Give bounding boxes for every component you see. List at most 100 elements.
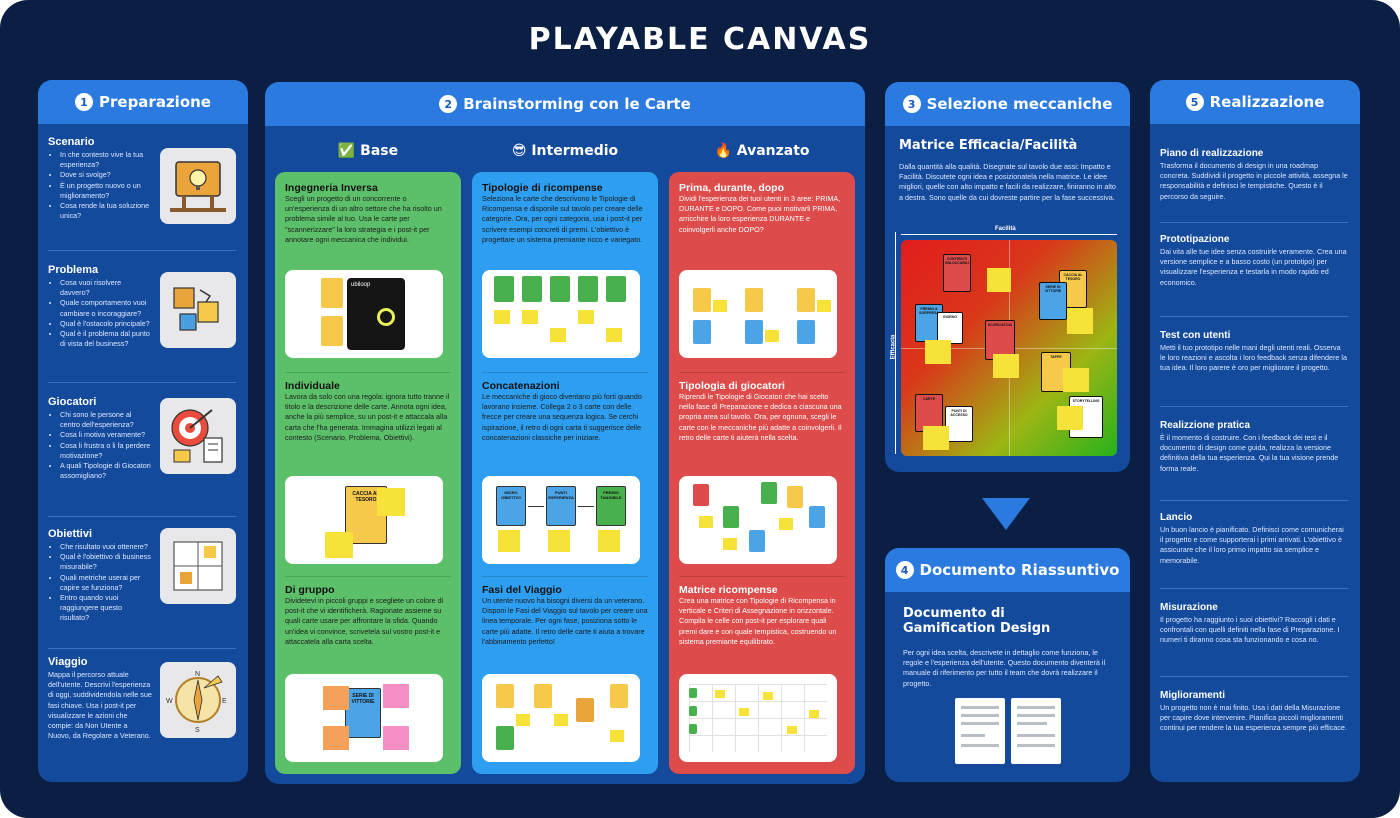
sticky-note — [809, 710, 819, 718]
sticky-note — [554, 714, 568, 726]
method-thumbnail — [482, 270, 640, 358]
sticky-note — [498, 530, 520, 552]
step-text: È il momento di costruire. Con i feedbac… — [1160, 433, 1339, 473]
section-text: Mappa il percorso attuale dell'utente. D… — [48, 670, 152, 741]
sticky-note — [550, 328, 566, 342]
card-label: PUNTI ESPERIENZA — [548, 490, 574, 500]
column-header-base: ✅ Base — [275, 143, 461, 159]
list-item: Entro quando vuoi raggiungere questo ris… — [60, 593, 152, 624]
sticky-note — [377, 488, 405, 516]
mechanic-card: SCORCIATOIA — [985, 320, 1015, 360]
method-title: Di gruppo — [285, 584, 335, 596]
sticky-note — [713, 300, 727, 312]
sticky-note — [323, 686, 349, 710]
method-title: Tipologie di ricompense — [482, 182, 603, 194]
panel-title: Selezione meccaniche — [926, 95, 1113, 113]
x-axis-arrow — [901, 234, 1117, 235]
panel-title: Brainstorming con le Carte — [463, 95, 691, 113]
game-card — [534, 684, 552, 708]
panel-realizzazione: 5 Realizzazione Piano di realizzazione T… — [1150, 80, 1360, 782]
game-card — [689, 688, 697, 698]
step-title: Miglioramenti — [1160, 690, 1226, 701]
game-card — [321, 316, 343, 346]
list-item: A quali Tipologie di Giocatori assomigli… — [60, 461, 152, 481]
text-line — [1017, 722, 1047, 725]
card-label: PREMIO TANGIBILE — [600, 490, 622, 500]
game-card — [578, 276, 598, 302]
divider — [48, 250, 236, 251]
divider — [679, 576, 845, 577]
sticky-note — [516, 714, 530, 726]
panel-preparazione: 1 Preparazione Scenario In che contesto … — [38, 80, 248, 782]
method-card: Concatenazioni Le meccaniche di gioco di… — [482, 380, 648, 443]
method-title: Tipologia di giocatori — [679, 380, 785, 392]
question-list: Chi sono le persone al centro dell'esper… — [48, 410, 152, 481]
game-card — [496, 726, 514, 750]
game-card — [689, 706, 697, 716]
game-card — [797, 288, 815, 312]
text-line — [961, 706, 999, 709]
divider — [285, 372, 451, 373]
panel-brainstorming: 2 Brainstorming con le Carte ✅ Base 😎 In… — [265, 82, 865, 784]
step-item: Test con utenti Metti il tuo prototipo n… — [1160, 330, 1348, 374]
step-item: Miglioramenti Un progetto non è mai fini… — [1160, 690, 1348, 734]
text-line — [961, 714, 999, 717]
method-thumbnail: CACCIA AL TESORO — [285, 476, 443, 564]
card-label: MICRO OBIETTIVI — [501, 490, 521, 500]
method-thumbnail — [679, 476, 837, 564]
list-item: Dove si svolge? — [60, 170, 152, 180]
divider — [1160, 588, 1348, 589]
panel-header: 1 Preparazione — [38, 80, 248, 124]
card-label: STORYTELLING — [1072, 399, 1100, 403]
step-number: 5 — [1185, 93, 1204, 111]
text-line — [1017, 734, 1055, 737]
method-text: Dividi l'esperienza dei tuoi utenti in 3… — [679, 194, 841, 234]
section-title: Obiettivi — [48, 528, 93, 540]
sticky-note — [548, 530, 570, 552]
x-axis-label: Facilità — [995, 226, 1016, 232]
panel-title: Preparazione — [99, 93, 211, 111]
game-card — [550, 276, 570, 302]
text-line — [1017, 714, 1055, 717]
game-card — [576, 698, 594, 722]
puzzle-illustration — [160, 272, 236, 348]
step-item: Piano di realizzazione Trasforma il docu… — [1160, 148, 1348, 202]
divider — [48, 516, 236, 517]
sticky-note — [763, 692, 773, 700]
compass-n: N — [195, 671, 200, 678]
game-card — [321, 278, 343, 308]
step-title: Misurazione — [1160, 602, 1218, 613]
game-card — [689, 724, 697, 734]
question-list: In che contesto vive la tua esperienza? … — [48, 150, 152, 221]
document-title-line1: Documento di — [903, 606, 1005, 621]
card-label: GIORNO — [942, 315, 958, 319]
step-text: Un progetto non è mai finito. Usa i dati… — [1160, 703, 1347, 733]
list-item: Qual è l'ostacolo principale? — [60, 319, 152, 329]
list-item: Cosa vuoi risolvere davvero? — [60, 278, 152, 298]
list-item: Quale comportamento vuoi cambiare o inco… — [60, 298, 152, 318]
game-card — [494, 276, 514, 302]
sticky-note — [383, 726, 409, 750]
section-title: Viaggio — [48, 656, 88, 668]
method-thumbnail: ubiloop — [285, 270, 443, 358]
method-card: Tipologie di ricompense Seleziona le car… — [482, 182, 648, 245]
game-card — [522, 276, 542, 302]
app-screenshot: ubiloop — [347, 278, 405, 350]
step-text: Il progetto ha raggiunto i suoi obiettiv… — [1160, 615, 1340, 645]
column-label: Intermedio — [531, 143, 619, 159]
sticky-note — [993, 354, 1019, 378]
sticky-note — [779, 518, 793, 530]
section-title: Problema — [48, 264, 99, 276]
column-label: Avanzato — [736, 143, 810, 159]
column-label: Base — [360, 143, 399, 159]
method-text: Le meccaniche di gioco diventano più for… — [482, 392, 642, 442]
card-label: CACCIA AL TESORO — [352, 491, 380, 503]
panel-selezione-meccaniche: 3 Selezione meccaniche Matrice Efficacia… — [885, 82, 1130, 472]
divider — [1160, 500, 1348, 501]
game-card — [693, 484, 709, 506]
column-header-avanzato: 🔥 Avanzato — [669, 143, 855, 159]
section-problema: Problema Cosa vuoi risolvere davvero? Qu… — [48, 264, 236, 384]
text-line — [961, 734, 985, 737]
sticky-note — [987, 268, 1011, 292]
game-card — [797, 320, 815, 344]
